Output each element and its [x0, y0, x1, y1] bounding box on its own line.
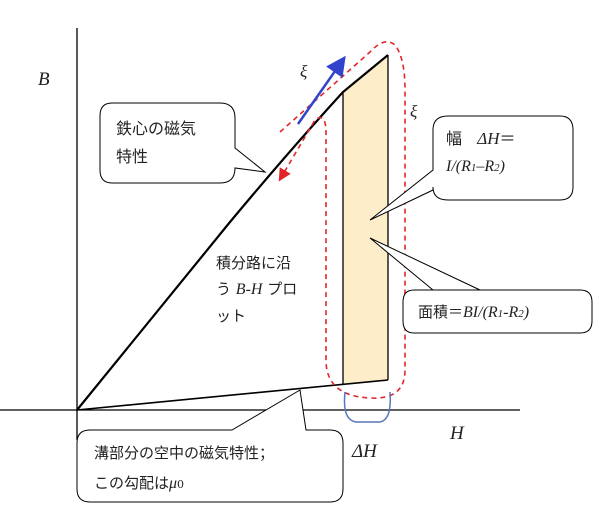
- y-axis-label: B: [38, 69, 50, 90]
- width-sub1: 1: [470, 162, 477, 174]
- caption-bh: B-H: [235, 281, 263, 298]
- area-prefix: 面積＝: [418, 303, 464, 321]
- width-sub2: 2: [494, 162, 500, 174]
- callout-air-gap: [76, 389, 344, 503]
- caption-line1: 積分路に沿: [216, 254, 292, 272]
- xi-label-right: ξ: [410, 102, 418, 121]
- delta-h-bracket: [343, 391, 392, 423]
- mu-symbol: μ: [169, 475, 178, 492]
- width-formula: I/(R: [446, 158, 471, 175]
- width-eq: ＝: [499, 129, 516, 148]
- iron-core-line2: 特性: [116, 147, 149, 166]
- width-delta: ΔH: [477, 129, 500, 148]
- caption-line2-prefix: う: [216, 280, 232, 298]
- air-gap-line: [76, 379, 389, 411]
- callout-iron-core: [99, 102, 267, 184]
- width-close: ): [499, 158, 505, 175]
- area-sub2: 2: [518, 308, 524, 320]
- callout-area: [369, 237, 593, 334]
- area-formula: BI/(R: [463, 304, 498, 321]
- iron-core-curve: [76, 54, 389, 411]
- caption-line2-suffix: プロ: [267, 280, 298, 298]
- callout-width: [369, 115, 574, 221]
- air-gap-text: 溝部分の空中の磁気特性； この勾配はμ0: [94, 438, 274, 500]
- air-gap-line1: 溝部分の空中の磁気特性；: [94, 444, 275, 462]
- air-gap-line2: この勾配は: [94, 474, 170, 492]
- caption-line3: ット: [216, 307, 247, 325]
- width-dash: –R: [476, 158, 495, 175]
- iron-core-text: 鉄心の磁気 特性: [116, 115, 196, 171]
- area-sub1: 1: [497, 308, 504, 320]
- area-close: ): [523, 304, 530, 321]
- plot-caption: 積分路に沿 う B-H プロ ット: [216, 250, 297, 329]
- integration-path: [278, 40, 406, 399]
- xi-direction-arrow: [296, 55, 346, 125]
- area-strip: [343, 55, 388, 384]
- delta-h-label: ΔH: [352, 441, 377, 462]
- mu-sub: 0: [177, 478, 185, 491]
- x-axis-label: H: [450, 423, 464, 444]
- iron-core-line1: 鉄心の磁気: [116, 119, 197, 138]
- width-prefix: 幅: [446, 129, 463, 148]
- area-dash: -R: [503, 304, 519, 321]
- xi-label-top: ξ: [300, 62, 308, 81]
- width-text: 幅 ΔH＝ I/(R1–R2): [446, 125, 516, 182]
- area-text: 面積＝BI/(R1-R2): [418, 300, 529, 326]
